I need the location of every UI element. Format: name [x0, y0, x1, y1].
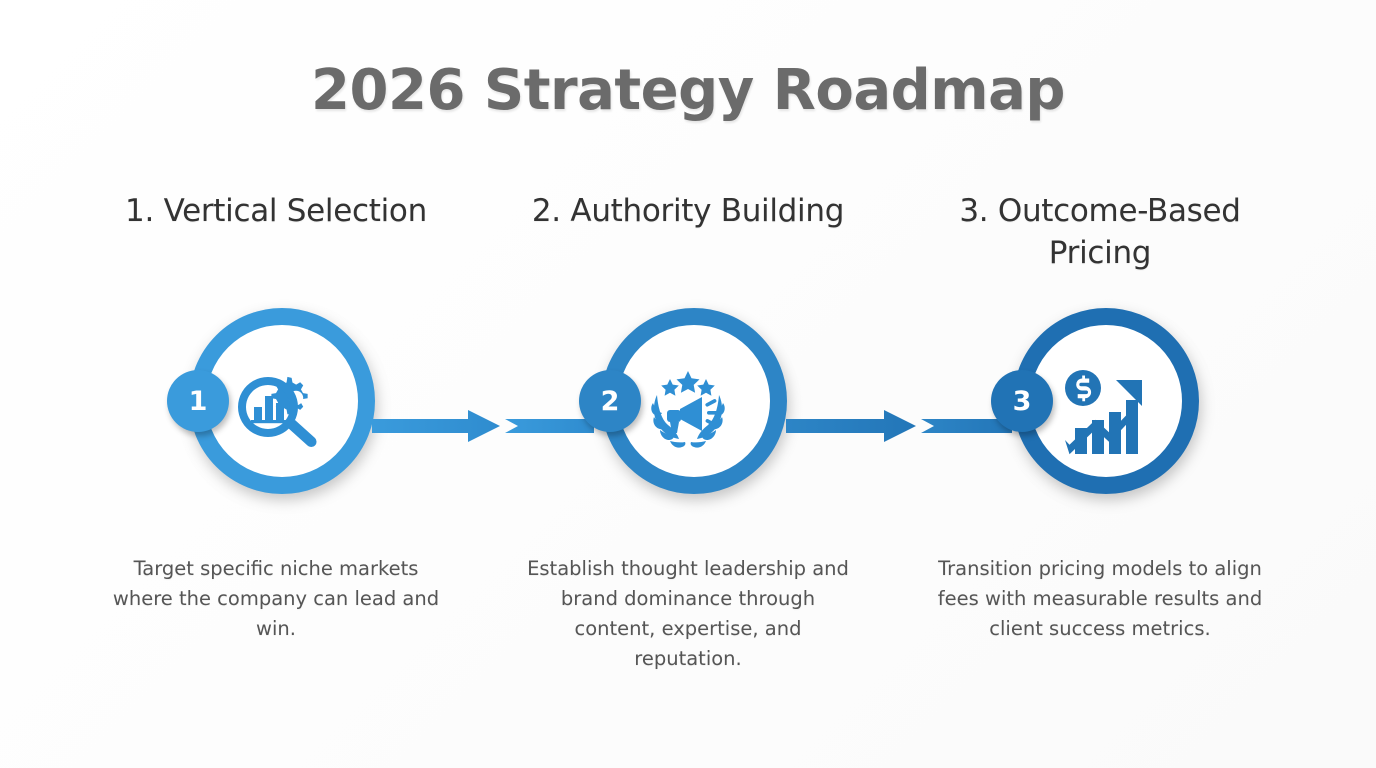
magnifier-bar-chart-gear-icon: [228, 365, 324, 461]
step-2-circle: 2: [579, 308, 793, 518]
arrow-step1-to-step2: [372, 410, 594, 442]
step-1-badge: 1: [167, 370, 229, 432]
step-2-badge: 2: [579, 370, 641, 432]
step-3-badge: 3: [991, 370, 1053, 432]
step-1-description: Target specific niche markets where the …: [112, 557, 440, 640]
page-title: 2026 Strategy Roadmap: [311, 58, 1065, 123]
growth-chart-dollar-arrow-icon: [1052, 365, 1148, 461]
step-3-description: Transition pricing models to align fees …: [937, 557, 1263, 640]
step-3-circle: 3: [991, 308, 1205, 518]
step-2[interactable]: 2. Authority Building 2: [482, 190, 894, 674]
step-3-heading: 3. Outcome-Based Pricing: [959, 193, 1241, 271]
step-2-heading: 2. Authority Building: [531, 193, 845, 229]
step-1[interactable]: 1. Vertical Selection 1: [70, 190, 482, 644]
step-3[interactable]: 3. Outcome-Based Pricing 3: [894, 190, 1306, 644]
megaphone-laurel-stars-icon: [640, 365, 736, 461]
step-1-heading: 1. Vertical Selection: [125, 193, 427, 229]
arrow-step2-to-step3: [786, 410, 1012, 442]
step-2-description: Establish thought leadership and brand d…: [527, 557, 849, 670]
step-1-circle: 1: [167, 308, 381, 518]
roadmap-steps: 1. Vertical Selection 1: [70, 190, 1306, 710]
